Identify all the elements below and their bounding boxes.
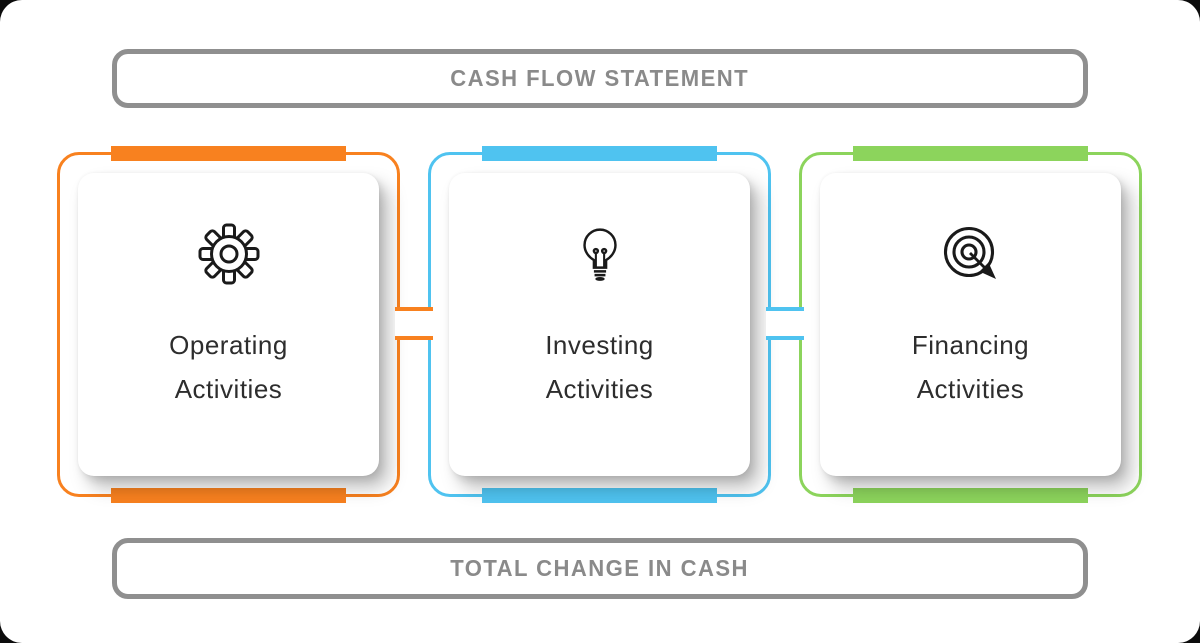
box-label-line2: Activities	[545, 374, 654, 404]
connector-bottom-rung-operating-investing	[395, 336, 433, 340]
box-label-line1: Investing	[545, 330, 654, 360]
connector-gap-investing-financing	[766, 311, 804, 336]
lightbulb-icon	[570, 221, 630, 287]
card-financing-activities: Financing Activities	[820, 173, 1121, 476]
gear-icon	[197, 221, 261, 287]
box-label-line2: Activities	[916, 374, 1025, 404]
top-banner-label: CASH FLOW STATEMENT	[450, 65, 750, 91]
target-icon	[938, 221, 1004, 287]
connector-gap-operating-investing	[395, 311, 433, 336]
box-operating-activities: Operating Activities	[57, 146, 400, 503]
box-label-line1: Operating	[169, 330, 288, 360]
box-label-line1: Financing	[911, 330, 1030, 360]
card-operating-activities: Operating Activities	[78, 173, 379, 476]
connector-top-rung-operating-investing	[395, 307, 433, 311]
bottom-banner-label: TOTAL CHANGE IN CASH	[450, 555, 750, 581]
accent-bar-top	[853, 146, 1088, 161]
accent-bar-bottom	[111, 488, 346, 503]
box-financing-activities: Financing Activities	[799, 146, 1142, 503]
box-label-line2: Activities	[174, 374, 283, 404]
bottom-banner: TOTAL CHANGE IN CASH	[112, 538, 1088, 599]
box-investing-activities: Investing Activities	[428, 146, 771, 503]
accent-bar-top	[111, 146, 346, 161]
connector-bottom-rung-investing-financing	[766, 336, 804, 340]
box-label: Investing Activities	[545, 323, 654, 411]
accent-bar-bottom	[853, 488, 1088, 503]
box-label: Operating Activities	[169, 323, 288, 411]
box-label: Financing Activities	[912, 323, 1029, 411]
accent-bar-bottom	[482, 488, 717, 503]
accent-bar-top	[482, 146, 717, 161]
card-investing-activities: Investing Activities	[449, 173, 750, 476]
connector-top-rung-investing-financing	[766, 307, 804, 311]
top-banner: CASH FLOW STATEMENT	[112, 49, 1088, 108]
